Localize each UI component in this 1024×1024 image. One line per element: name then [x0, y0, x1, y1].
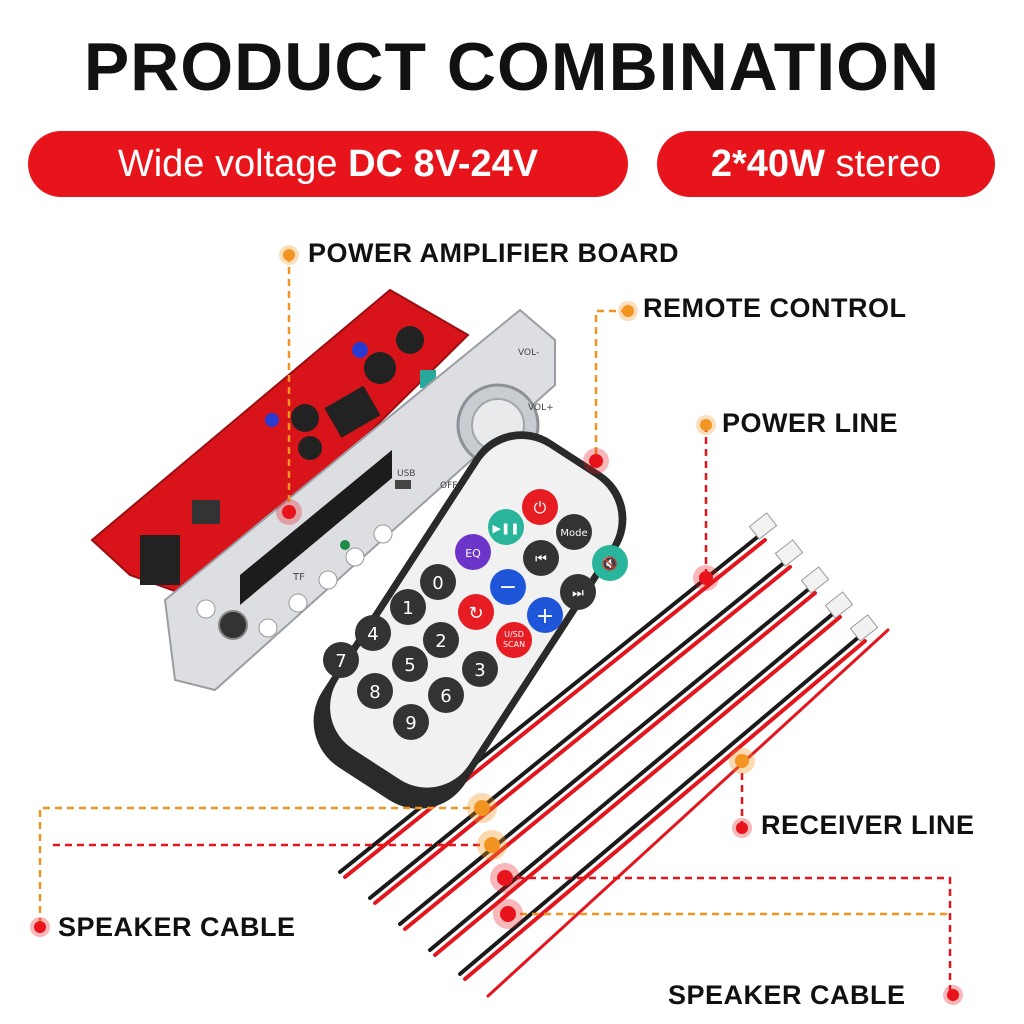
svg-text:SCAN: SCAN [503, 640, 525, 649]
svg-text:8: 8 [369, 682, 380, 703]
svg-text:⏮: ⏮ [535, 552, 547, 567]
power-badge: 2*40W stereo [657, 131, 995, 197]
remote-key-next: ⏭ [560, 574, 596, 610]
cable-2 [368, 539, 804, 905]
svg-text:7: 7 [335, 651, 346, 672]
svg-text:3: 3 [474, 660, 485, 681]
cable-5 [458, 614, 879, 981]
svg-text:9: 9 [405, 713, 416, 734]
callout-dots [30, 245, 963, 1005]
svg-text:6: 6 [440, 686, 451, 707]
remote-key-6: 6 [428, 677, 464, 713]
cable-3 [398, 566, 830, 931]
remote-control: ⏻ ▶❚❚ Mode EQ ⏮ 🔇 0 − ⏭ ↻ + 1 2 U/SD SCA… [313, 431, 628, 809]
off-label: OFF [440, 481, 457, 491]
svg-text:↻: ↻ [468, 603, 483, 624]
remote-key-4: 4 [355, 615, 391, 651]
power-suffix: stereo [835, 142, 942, 185]
svg-text:Mode: Mode [560, 528, 587, 539]
remote-key-prev: ⏮ [523, 540, 559, 576]
remote-key-9: 9 [393, 704, 429, 740]
remote-key-mute: 🔇 [592, 545, 628, 581]
svg-text:5: 5 [404, 655, 415, 676]
tf-label: TF [292, 572, 305, 583]
usb-label: USB [397, 469, 415, 479]
callout-leaders [38, 255, 952, 993]
svg-text:4: 4 [367, 624, 378, 645]
voltage-prefix: Wide voltage [117, 142, 338, 185]
amplifier-board: TF USB OFF VOL- VOL+ [90, 288, 556, 692]
remote-key-1: 1 [390, 589, 426, 625]
remote-key-minus: − [490, 569, 526, 605]
remote-key-7: 7 [323, 642, 359, 678]
svg-text:2: 2 [435, 631, 446, 652]
vol-plus-label: VOL+ [528, 403, 554, 413]
svg-text:EQ: EQ [465, 547, 481, 560]
page-title: PRODUCT COMBINATION [83, 29, 941, 105]
voltage-badge: Wide voltage DC 8V-24V [28, 131, 628, 197]
remote-key-plus: + [527, 597, 563, 633]
svg-text:🔇: 🔇 [602, 556, 618, 572]
remote-key-3: 3 [462, 651, 498, 687]
remote-key-repeat: ↻ [458, 594, 494, 630]
svg-text:⏻: ⏻ [534, 498, 547, 517]
callout-remote-control: REMOTE CONTROL [643, 293, 907, 323]
remote-key-5: 5 [392, 646, 428, 682]
voltage-value: DC 8V-24V [348, 142, 539, 185]
svg-text:0: 0 [432, 573, 443, 594]
power-value: 2*40W [710, 142, 825, 185]
remote-key-power: ⏻ [522, 489, 558, 525]
remote-key-8: 8 [357, 673, 393, 709]
svg-text:1: 1 [402, 598, 413, 619]
callout-receiver-line: RECEIVER LINE [761, 810, 975, 840]
remote-key-2: 2 [423, 622, 459, 658]
remote-key-eq: EQ [455, 534, 491, 570]
callout-power-line: POWER LINE [722, 408, 899, 438]
cable-4 [428, 591, 854, 957]
callout-amplifier-board: POWER AMPLIFIER BOARD [308, 238, 679, 268]
cable-6 [486, 628, 890, 998]
svg-text:+: + [536, 604, 554, 629]
svg-text:U/SD: U/SD [504, 630, 524, 639]
vol-minus-label: VOL- [518, 348, 539, 358]
cable-bundle [338, 512, 890, 998]
svg-text:⏭: ⏭ [572, 586, 584, 601]
callout-speaker-cable-right: SPEAKER CABLE [668, 980, 906, 1010]
callout-speaker-cable-left: SPEAKER CABLE [58, 912, 296, 942]
svg-text:▶❚❚: ▶❚❚ [493, 522, 520, 535]
remote-key-usd-scan: U/SD SCAN [496, 622, 532, 658]
remote-key-0: 0 [420, 564, 456, 600]
cable-1 [338, 512, 778, 879]
svg-text:−: − [499, 575, 517, 600]
remote-key-play-pause: ▶❚❚ [488, 509, 524, 545]
remote-key-mode: Mode [556, 514, 592, 550]
